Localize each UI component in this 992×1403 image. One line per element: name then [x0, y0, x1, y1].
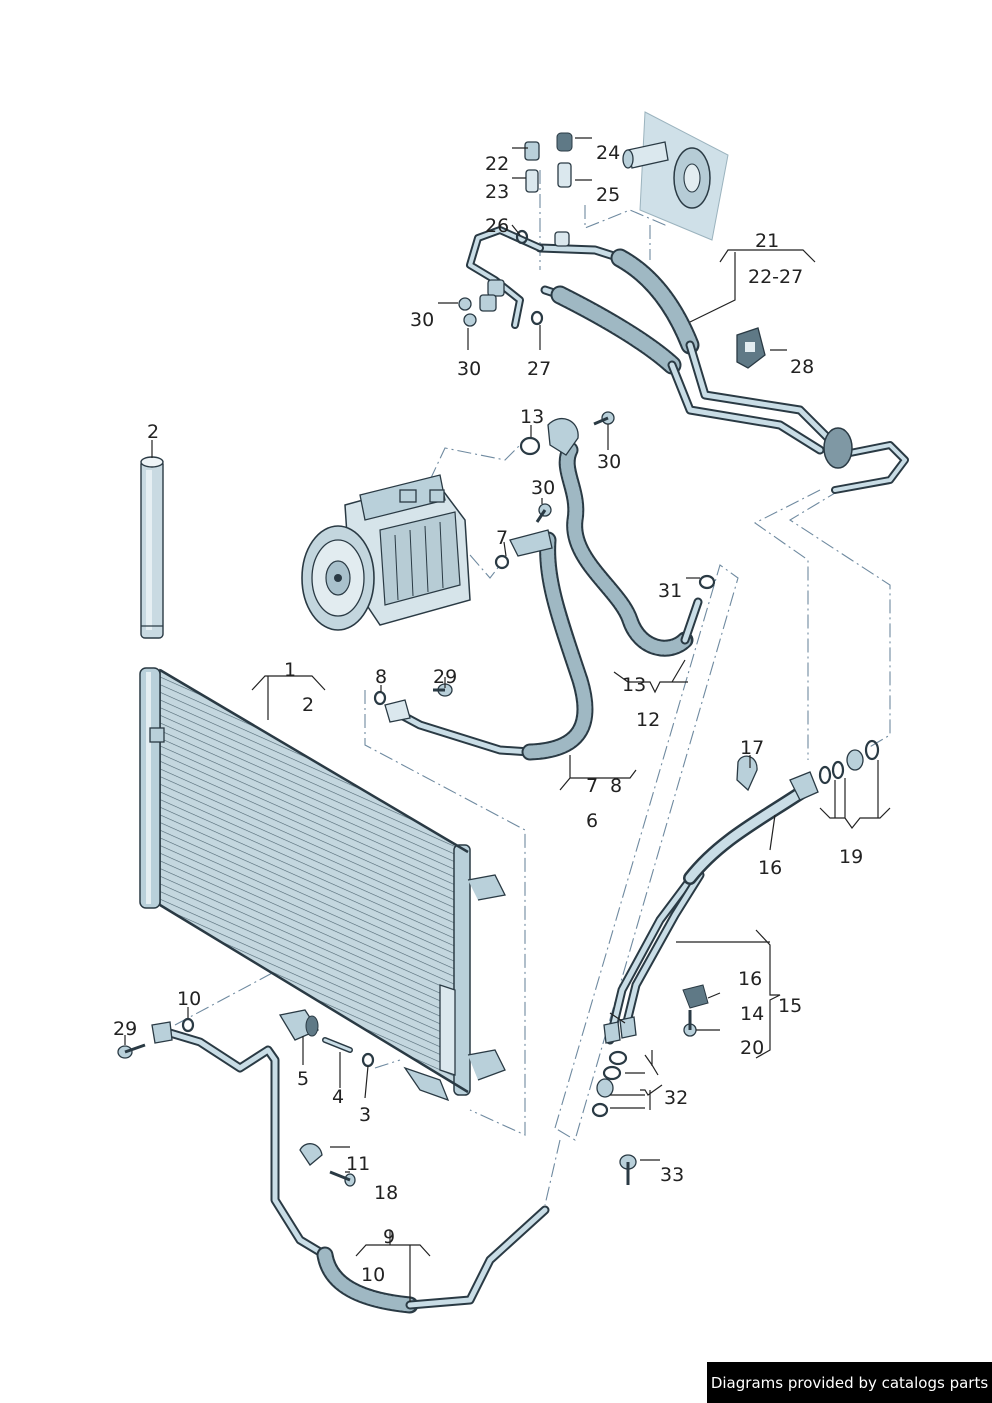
- label-part-15: 15: [778, 995, 802, 1017]
- label-part-9: 9: [383, 1226, 395, 1248]
- label-part-26: 26: [485, 215, 509, 237]
- label-part-19: 19: [839, 846, 863, 868]
- label-part-30-b: 30: [457, 358, 481, 380]
- label-part-7-sub: 7: [586, 775, 598, 797]
- label-part-23: 23: [485, 181, 509, 203]
- label-part-14: 14: [740, 1003, 764, 1025]
- label-part-2-sub: 2: [302, 694, 314, 716]
- label-part-29: 29: [433, 666, 457, 688]
- label-part-33: 33: [660, 1164, 684, 1186]
- leader-lines: [124, 137, 891, 1302]
- clamp-28: [736, 327, 766, 369]
- compressor-bracket-24: [622, 111, 729, 241]
- hose-assembly-15: [603, 771, 819, 1045]
- label-part-31: 31: [658, 580, 682, 602]
- label-part-13: 13: [520, 406, 544, 428]
- callout-labels: 2 1 2 8 29 7 7 8 6 13 30 30 31 13 12 10 …: [113, 142, 863, 1286]
- label-part-3: 3: [359, 1104, 371, 1126]
- pressure-hose-6: [384, 529, 594, 761]
- label-part-32: 32: [664, 1087, 688, 1109]
- valve-caps: [524, 132, 573, 193]
- label-part-25: 25: [596, 184, 620, 206]
- hose-assembly-21: [466, 226, 909, 494]
- condenser: [139, 667, 506, 1102]
- label-part-28: 28: [790, 356, 814, 378]
- label-part-22: 22: [485, 153, 509, 175]
- label-part-20: 20: [740, 1037, 764, 1059]
- suction-hose-12: [547, 418, 703, 657]
- label-part-10-sub: 10: [361, 1264, 385, 1286]
- o-rings: [181, 229, 880, 1118]
- label-part-30-c: 30: [597, 451, 621, 473]
- refrigerant-line-9: [151, 1021, 550, 1314]
- label-part-16: 16: [738, 968, 762, 990]
- label-part-7: 7: [496, 527, 508, 549]
- label-part-29-sub: 29: [113, 1018, 137, 1040]
- label-part-17: 17: [740, 737, 764, 759]
- label-part-1: 1: [284, 659, 296, 681]
- label-part-13-sub: 13: [622, 674, 646, 696]
- label-part-30-a: 30: [410, 309, 434, 331]
- assembly-guide-lines: [174, 170, 891, 1206]
- label-part-21: 21: [755, 230, 779, 252]
- label-part-16-sub: 16: [758, 857, 782, 879]
- label-part-22-27: 22-27: [748, 266, 803, 288]
- label-part-2: 2: [147, 421, 159, 443]
- label-part-4: 4: [332, 1086, 344, 1108]
- label-part-12: 12: [636, 709, 660, 731]
- label-part-8: 8: [375, 666, 387, 688]
- label-part-30-d: 30: [531, 477, 555, 499]
- label-part-27: 27: [527, 358, 551, 380]
- label-part-6: 6: [586, 810, 598, 832]
- label-part-18: 18: [374, 1182, 398, 1204]
- label-part-24: 24: [596, 142, 620, 164]
- label-part-10: 10: [177, 988, 201, 1010]
- label-part-11: 11: [346, 1153, 370, 1175]
- label-part-5: 5: [297, 1068, 309, 1090]
- footer-credit: Diagrams provided by catalogs parts: [707, 1362, 992, 1403]
- receiver-dryer-tube: [140, 456, 164, 639]
- label-part-8-sub: 8: [610, 775, 622, 797]
- loose-fittings: [117, 297, 864, 1187]
- ac-compressor: [301, 474, 471, 631]
